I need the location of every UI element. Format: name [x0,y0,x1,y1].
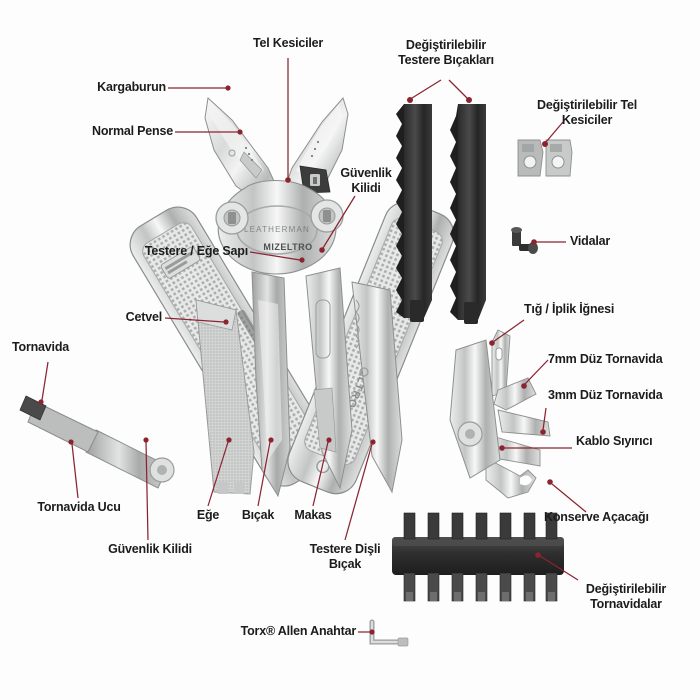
blade-knife [251,271,291,498]
label-vidalar: Vidalar [570,234,611,248]
label-tel-kesiciler: Tel Kesiciler [252,36,324,50]
label-testere-disli-bicak: Testere Dişli Bıçak [309,542,381,571]
label-testere-ege-sapi: Testere / Eğe Sapı [144,244,248,258]
torx-allen-wrench [369,619,409,647]
label-kablo-siyirici: Kablo Sıyırıcı [576,434,653,448]
label-konserve-acacagi: Konserve Açacağı [544,510,649,524]
label-torx-allen-anahtar: Torx® Allen Anahtar [240,624,357,638]
brand-arc-text: LEATHERMAN [244,225,310,234]
label-guvenlik-kilidi-top: Güvenlik Kilidi [340,166,392,195]
saw-blade-left [396,104,432,322]
label-tig-iplik-ignesi: Tığ / İplik İğnesi [524,302,615,316]
plier-head: LEATHERMAN MIZELTRO [204,96,349,275]
label-kargaburun: Kargaburun [97,80,166,94]
label-tornavida: Tornavida [12,340,70,354]
label-guvenlik-kilidi-bottom: Güvenlik Kilidi [108,542,192,556]
saw-blade-right [450,104,486,324]
label-degistirilebilir-testere-bicaklari: Değiştirilebilir Testere Bıçakları [398,38,494,67]
blade-scissors [305,267,353,490]
label-ege: Eğe [196,508,220,522]
label-degistirilebilir-tel-kesiciler: Değiştirilebilir Tel Kesiciler [537,98,637,127]
right-tool-fan [449,329,551,499]
label-normal-pense: Normal Pense [92,124,173,138]
label-tornavida-ucu: Tornavida Ucu [37,500,121,514]
label-7mm-duz-tornavida: 7mm Düz Tornavida [548,352,663,366]
label-bicak: Bıçak [241,508,275,522]
tool-can-opener [485,457,537,499]
bit-set [392,512,564,602]
label-cetvel: Cetvel [125,310,163,324]
pivot-left [215,201,249,235]
wire-cutter-inserts [517,139,573,177]
label-degistirilebilir-tornavidalar: Değiştirilebilir Tornavidalar [585,582,667,611]
screwdriver-arm [19,395,175,489]
label-3mm-duz-tornavida: 3mm Düz Tornavida [548,388,663,402]
screws [511,227,538,254]
brand-text: MIZELTRO [263,242,312,252]
blade-serrated [351,281,403,494]
label-makas: Makas [294,508,332,522]
tool-flat-3mm [497,409,551,437]
pivot-right [310,199,344,233]
